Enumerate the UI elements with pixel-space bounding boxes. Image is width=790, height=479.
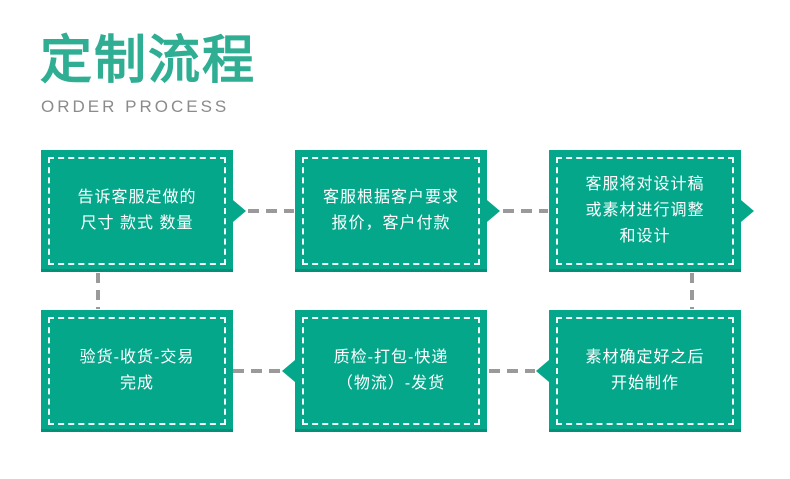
step-3-text-line: 或素材进行调整 — [585, 202, 705, 219]
step-5-box: 质检-打包-快递 （物流）-发货 — [282, 310, 487, 432]
step-5-text-line: （物流）-发货 — [336, 375, 446, 392]
arrow-left-icon — [536, 360, 549, 382]
step-4-text-line: 素材确定好之后 — [585, 349, 705, 366]
step-2-text-line: 客服根据客户要求 — [322, 189, 459, 206]
step-2-box: 客服根据客户要求 报价，客户付款 — [295, 150, 500, 272]
step-1-text-line: 告诉客服定做的 — [77, 189, 197, 206]
dashed-connector-step4-step5 — [489, 369, 535, 373]
step-5-text-line: 质检-打包-快递 — [333, 349, 449, 366]
page-title: 定制流程 — [40, 32, 257, 90]
arrow-right-icon — [741, 200, 754, 222]
page-subtitle: ORDER PROCESS — [41, 97, 230, 116]
arrow-left-icon — [282, 360, 295, 382]
step-6-box: 验货-收货-交易 完成 — [41, 310, 233, 432]
arrow-right-icon — [487, 200, 500, 222]
step-6-text-line: 完成 — [119, 375, 154, 392]
step-1-box: 告诉客服定做的 尺寸 款式 数量 — [41, 150, 246, 272]
step-2-text-line: 报价，客户付款 — [331, 215, 451, 232]
step-3-box: 客服将对设计稿 或素材进行调整 和设计 — [549, 150, 754, 272]
dashed-connector-step1-step2 — [248, 209, 294, 213]
step-3-text-line: 和设计 — [619, 228, 671, 245]
step-4-text-line: 开始制作 — [610, 375, 679, 392]
step-6-text-line: 验货-收货-交易 — [79, 349, 195, 366]
dashed-connector-step2-step3 — [503, 209, 548, 213]
dashed-connector-step3-step4 — [690, 273, 694, 309]
step-3-text-line: 客服将对设计稿 — [585, 176, 705, 193]
step-4-box: 素材确定好之后 开始制作 — [536, 310, 741, 432]
step-1-text-line: 尺寸 款式 数量 — [80, 215, 194, 232]
dashed-connector-step1-step6 — [96, 273, 100, 309]
dashed-connector-step5-step6 — [233, 369, 281, 373]
arrow-right-icon — [233, 200, 246, 222]
